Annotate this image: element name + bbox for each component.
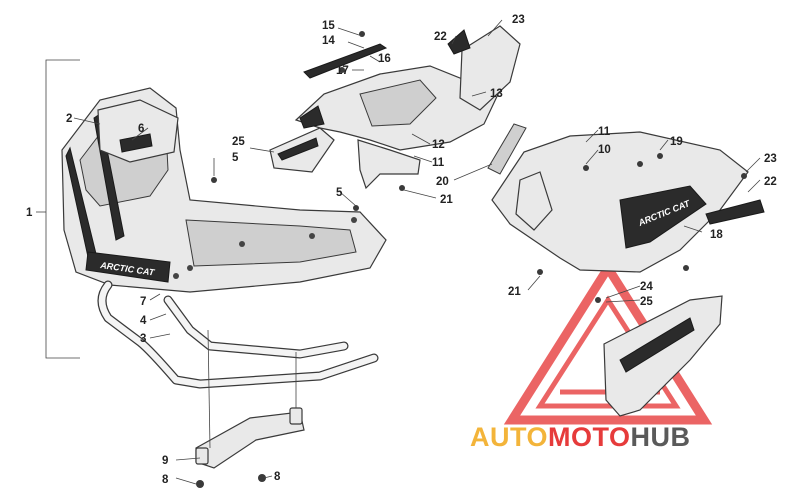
- callout-21-center: 21: [440, 194, 453, 206]
- callout-14: 14: [322, 35, 335, 47]
- callout-16: 16: [378, 53, 391, 65]
- callout-8-right: 8: [274, 471, 281, 483]
- watermark-moto: MOTO: [548, 422, 631, 452]
- callout-3: 3: [140, 333, 146, 345]
- callout-21-right: 21: [508, 286, 521, 298]
- callout-17: 17: [336, 65, 349, 77]
- callout-15: 15: [322, 20, 335, 32]
- lower-right-panel: [603, 295, 723, 417]
- callout-6: 6: [138, 123, 144, 135]
- callout-11-right: 11: [598, 126, 611, 138]
- callout-5-left: 5: [232, 152, 239, 164]
- callout-23-top: 23: [512, 14, 525, 26]
- callout-9: 9: [162, 455, 168, 467]
- callout-23-right: 23: [764, 153, 777, 165]
- front-rack-assembly: ARCTIC CAT: [61, 87, 387, 293]
- callout-8-left: 8: [162, 474, 169, 486]
- mount-bracket: [195, 329, 305, 469]
- callout-25-left: 25: [232, 136, 245, 148]
- callout-5-center: 5: [336, 187, 343, 199]
- callout-12: 12: [432, 139, 445, 151]
- callout-13: 13: [490, 88, 503, 100]
- callout-18: 18: [710, 229, 723, 241]
- group-bracket-1: [36, 59, 80, 359]
- callout-4: 4: [140, 315, 147, 327]
- watermark-hub: HUB: [631, 422, 691, 452]
- leader-lines: [73, 19, 761, 485]
- svg-text:AUTOMOTOHUB: AUTOMOTOHUB: [470, 422, 691, 452]
- bolt-8-right: [258, 474, 266, 482]
- callout-25-right: 25: [640, 296, 653, 308]
- callout-22-right: 22: [764, 176, 777, 188]
- callout-2: 2: [66, 113, 72, 125]
- front-hood-assembly: [294, 25, 521, 190]
- callout-7: 7: [140, 296, 146, 308]
- callout-10: 10: [598, 144, 611, 156]
- callout-19: 19: [670, 136, 683, 148]
- watermark-auto: AUTO: [470, 422, 548, 452]
- fasteners: [211, 31, 747, 303]
- bolt-8-left: [196, 480, 204, 488]
- right-side-fender: ARCTIC CAT: [487, 123, 765, 273]
- watermark-text: AUTOMOTOHUB: [470, 422, 691, 452]
- callout-22-top: 22: [434, 31, 447, 43]
- callout-1: 1: [26, 207, 33, 219]
- callout-11-center: 11: [432, 157, 445, 169]
- callout-20: 20: [436, 176, 449, 188]
- front-bumper-tube: [97, 280, 379, 389]
- vent-grille-left: [269, 127, 335, 173]
- callout-24: 24: [640, 281, 653, 293]
